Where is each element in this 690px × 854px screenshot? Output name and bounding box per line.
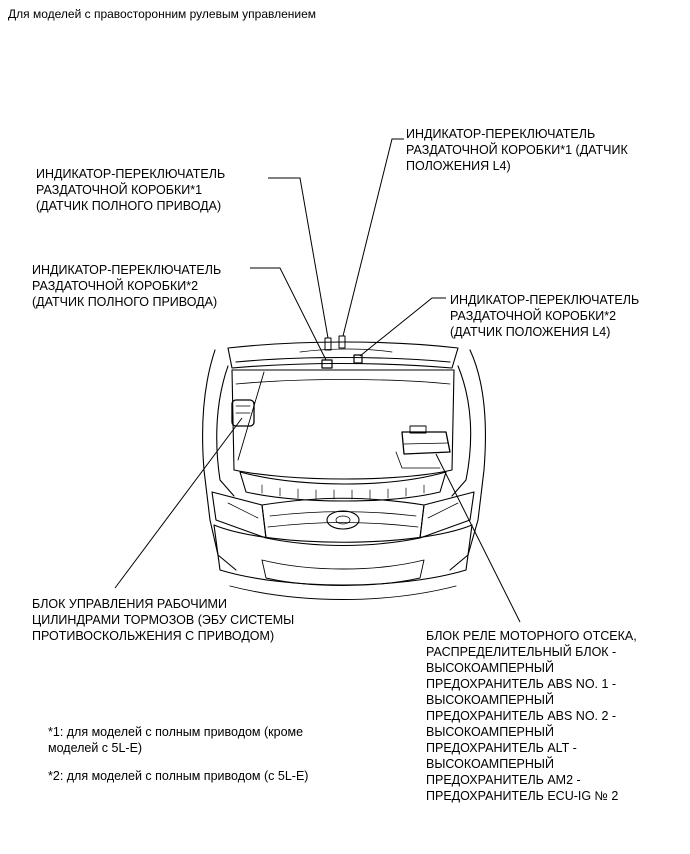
sensor-l4-2-body <box>353 354 363 364</box>
label-transfer-l4-sensor-2: ИНДИКАТОР-ПЕРЕКЛЮЧАТЕЛЬ РАЗДАТОЧНОЙ КОРО… <box>450 293 640 339</box>
page-title: Для моделей с правосторонним рулевым упр… <box>8 7 317 21</box>
grille-bar-2 <box>267 522 419 528</box>
leader-transfer-l4-1 <box>342 138 404 337</box>
radiator-fins <box>261 484 425 500</box>
fender-right <box>451 365 472 497</box>
headlight-right <box>419 491 475 539</box>
leader-brake-actuator <box>114 417 243 589</box>
bumper-lower <box>229 585 457 600</box>
body-left-side <box>202 349 237 571</box>
sensor-4wd-1-body <box>324 337 332 351</box>
bumper-intake <box>261 559 425 586</box>
label-engine-relay-block: БЛОК РЕЛЕ МОТОРНОГО ОТСЕКА, РАСПРЕДЕЛИТЕ… <box>426 629 637 803</box>
footnote-1: *1: для моделей с полным приводом (кроме… <box>48 725 304 755</box>
label-brake-actuator: БЛОК УПРАВЛЕНИЯ РАБОЧИМИ ЦИЛИНДРАМИ ТОРМ… <box>32 597 295 643</box>
hood-inner-edge <box>235 356 451 363</box>
leader-relay-block <box>435 453 521 623</box>
label-transfer-4wd-sensor-2: ИНДИКАТОР-ПЕРЕКЛЮЧАТЕЛЬ РАЗДАТОЧНОЙ КОРО… <box>32 263 222 309</box>
leader-transfer-4wd-1 <box>268 177 329 339</box>
radiator-support <box>239 471 447 502</box>
engine-bay <box>231 369 455 480</box>
sensor-l4-1-body <box>338 335 346 349</box>
sensor-4wd-2-body <box>321 359 333 369</box>
grille <box>261 497 425 547</box>
body-right-side <box>449 349 487 571</box>
brand-emblem <box>326 510 360 530</box>
brake-actuator-unit <box>231 399 255 427</box>
hood-outline <box>227 341 459 369</box>
fender-left <box>216 365 235 497</box>
grille-bar-1 <box>269 511 417 517</box>
leader-transfer-4wd-2 <box>250 267 327 361</box>
label-transfer-4wd-sensor-1: ИНДИКАТОР-ПЕРЕКЛЮЧАТЕЛЬ РАЗДАТОЧНОЙ КОРО… <box>36 167 226 213</box>
footnote-2: *2: для моделей с полным приводом (с 5L-… <box>48 769 309 783</box>
label-transfer-l4-sensor-1: ИНДИКАТОР-ПЕРЕКЛЮЧАТЕЛЬ РАЗДАТОЧНОЙ КОРО… <box>406 127 628 173</box>
headlight-left <box>211 491 267 539</box>
hood-strut <box>237 371 265 461</box>
cowl <box>235 379 451 385</box>
front-bumper <box>213 524 473 586</box>
leader-transfer-l4-2 <box>359 297 446 357</box>
hood-bulge <box>299 348 393 353</box>
relay-block-unit <box>401 431 451 455</box>
